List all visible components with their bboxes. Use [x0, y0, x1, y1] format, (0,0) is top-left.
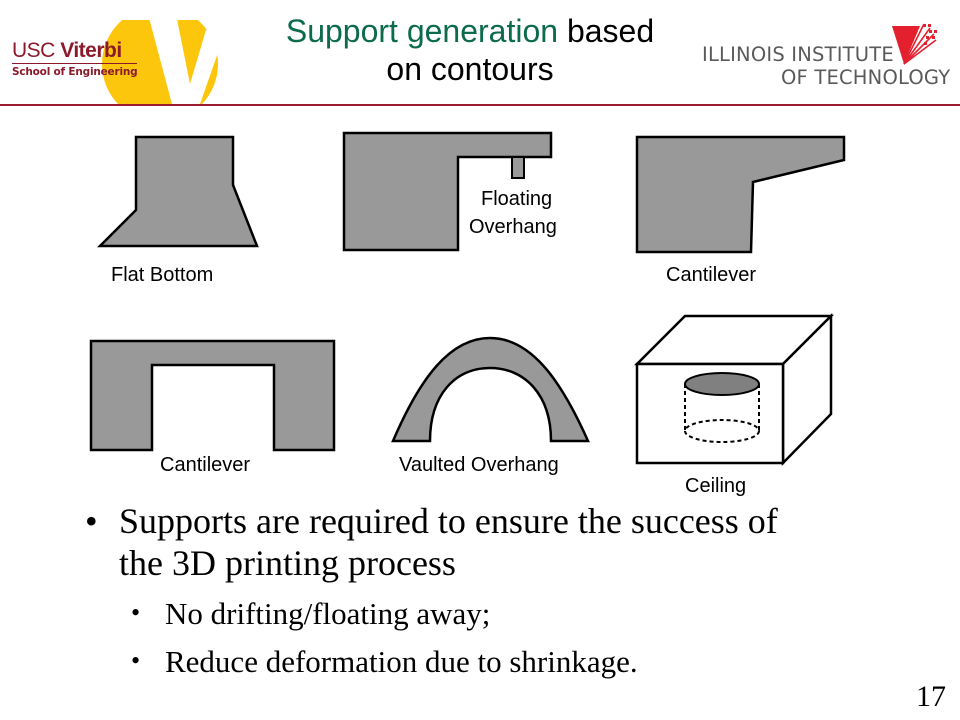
iit-logo-line2: OF TECHNOLOGY [781, 66, 951, 89]
floating-overhang-block [511, 156, 525, 179]
usc-wordmark-light: USC [12, 39, 61, 62]
viterbi-v-emblem-icon [102, 20, 226, 104]
label-cantilever-bottom: Cantilever [160, 454, 251, 476]
usc-school-name: School of Engineering [12, 66, 138, 78]
bullet-text-line1: Supports are required to ensure the succ… [119, 501, 778, 541]
sub-bullet-item: • No drifting/floating away; [85, 596, 945, 632]
flat-bottom-shape [96, 135, 259, 248]
floating-overhang-shape [342, 131, 553, 252]
cantilever-shape-bottom [89, 339, 336, 452]
sub-bullet-text: No drifting/floating away; [165, 596, 491, 631]
slide-title-black: based [558, 13, 655, 49]
label-ceiling: Ceiling [685, 475, 747, 497]
header-divider [0, 104, 960, 106]
bullet-item: • Supports are required to ensure the su… [85, 500, 945, 584]
vaulted-overhang-shape [391, 336, 590, 443]
bullet-icon: • [85, 501, 98, 541]
label-cantilever-top: Cantilever [666, 264, 757, 286]
usc-viterbi-wordmark: USC Viterbi [12, 40, 137, 61]
slide-title: Support generation based on contours [220, 12, 720, 88]
label-overhang: Overhang [469, 216, 557, 238]
slide-title-green: Support generation [285, 13, 559, 49]
cantilever-shape-top [635, 135, 846, 254]
ceiling-cylinder [684, 384, 760, 443]
iit-logo: ILLINOIS INSTITUTE OF TECHNOLOGY [700, 14, 960, 94]
bullet-text-line2: the 3D printing process [119, 543, 456, 583]
usc-logo-divider [12, 63, 137, 64]
sub-bullet-icon: • [131, 646, 141, 675]
ceiling-cylinder-top [684, 372, 760, 396]
bullet-list: • Supports are required to ensure the su… [85, 500, 945, 680]
slide-title-line2: on contours [386, 51, 554, 87]
label-vaulted-overhang: Vaulted Overhang [399, 454, 559, 476]
usc-wordmark-bold: Viterbi [60, 39, 122, 62]
sub-bullet-item: • Reduce deformation due to shrinkage. [85, 644, 945, 680]
page-number: 17 [916, 680, 946, 713]
label-flat-bottom: Flat Bottom [111, 264, 214, 286]
iit-logo-line1: ILLINOIS INSTITUTE [702, 43, 894, 66]
label-floating: Floating [481, 188, 553, 210]
usc-viterbi-logo: USC Viterbi School of Engineering [0, 0, 230, 104]
iit-emblem-icon [892, 23, 937, 65]
sub-bullet-text: Reduce deformation due to shrinkage. [165, 644, 638, 679]
sub-bullet-icon: • [131, 598, 141, 627]
